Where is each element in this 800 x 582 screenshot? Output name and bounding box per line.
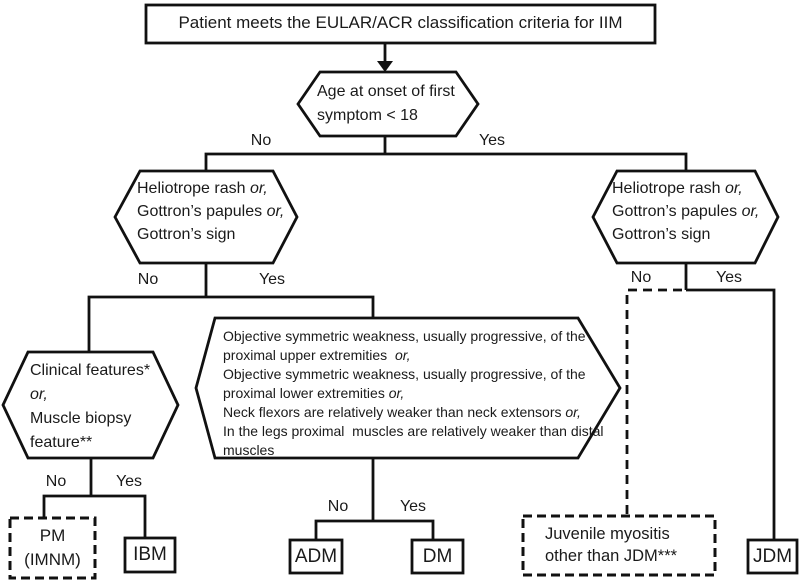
text-line: feature** (30, 434, 93, 451)
dm-box-shape (410, 538, 465, 575)
clinical-yes-label: Yes (115, 473, 143, 490)
juvenile-node-label: Juvenile myositis other than JDM*** (545, 523, 677, 567)
connector-rash-right-no-dashed (625, 288, 682, 518)
text-line: Gottron’s papules or, (137, 203, 285, 220)
text-line: In the legs proximal muscles are relativ… (223, 423, 604, 439)
text-line: or, (30, 386, 48, 403)
clinical-no-label: No (45, 473, 67, 490)
text-line: Age at onset of first (317, 83, 455, 100)
text-line: symptom < 18 (317, 107, 418, 124)
ibm-box-shape (123, 536, 177, 574)
text-line: Juvenile myositis (545, 525, 670, 543)
rash-left-hexagon-shape (113, 169, 299, 265)
text-line: Gottron’s sign (137, 226, 236, 243)
text-line: proximal upper extremities or, (223, 347, 411, 363)
clinical-hexagon-shape (1, 350, 180, 460)
text-line: Neck flexors are relatively weaker than … (223, 404, 581, 420)
rash-right-hexagon-label: Heliotrope rash or, Gottron’s papules or… (612, 177, 759, 246)
text-line: PM (39, 526, 66, 545)
pm-imnm-dashed-box-shape (8, 516, 97, 580)
arrowhead-down-icon (377, 61, 393, 72)
weakness-no-label: No (327, 498, 349, 515)
text-line: Objective symmetric weakness, usually pr… (223, 328, 586, 344)
age-hexagon-shape (296, 70, 480, 138)
adm-box-shape (288, 538, 344, 575)
text-line: Heliotrope rash or, (612, 180, 743, 197)
weakness-yes-label: Yes (399, 498, 427, 515)
ibm-node-label: IBM (133, 544, 167, 565)
weakness-hexagon-shape (194, 316, 622, 460)
root-node-label: Patient meets the EULAR/ACR classificati… (178, 13, 623, 32)
connector-age-branches (204, 152, 688, 171)
clinical-hexagon-label: Clinical features* or, Muscle biopsy fea… (30, 359, 150, 455)
age-yes-label: Yes (478, 132, 506, 149)
text-line: Gottron’s papules or, (612, 203, 760, 220)
rash-left-yes-label: Yes (258, 271, 286, 288)
text-line: Heliotrope rash or, (137, 180, 268, 197)
rash-left-no-label: No (137, 271, 159, 288)
rash-right-no-label: No (630, 269, 652, 286)
connector-weakness-branches (314, 519, 435, 540)
text-line: Gottron’s sign (612, 226, 711, 243)
jdm-node-label: JDM (752, 546, 793, 567)
age-no-label: No (250, 132, 272, 149)
text-line: Objective symmetric weakness, usually pr… (223, 366, 586, 382)
jdm-box-shape (746, 538, 799, 575)
text-line: Muscle biopsy (30, 410, 132, 427)
pm-imnm-node-label: PM (IMNM) (10, 524, 95, 572)
connector-clinical-branches (42, 494, 147, 538)
text-line: other than JDM*** (545, 547, 678, 565)
root-box-shape (144, 3, 657, 45)
adm-node-label: ADM (294, 546, 338, 567)
juvenile-dashed-box-shape (521, 514, 717, 577)
text-line: Clinical features* (30, 362, 151, 379)
rash-right-hexagon-shape (591, 169, 780, 265)
text-line: proximal lower extremities or, (223, 385, 405, 401)
rash-right-yes-label: Yes (715, 269, 743, 286)
connector-rash-right-yes (686, 288, 776, 540)
age-hexagon-label: Age at onset of first symptom < 18 (317, 80, 455, 128)
weakness-hexagon-label: Objective symmetric weakness, usually pr… (223, 327, 604, 460)
rash-left-hexagon-label: Heliotrope rash or, Gottron’s papules or… (137, 177, 284, 246)
connector-rash-left-branches (87, 295, 375, 352)
dm-node-label: DM (422, 546, 453, 567)
text-line: (IMNM) (24, 550, 81, 569)
text-line: muscles (223, 442, 275, 458)
